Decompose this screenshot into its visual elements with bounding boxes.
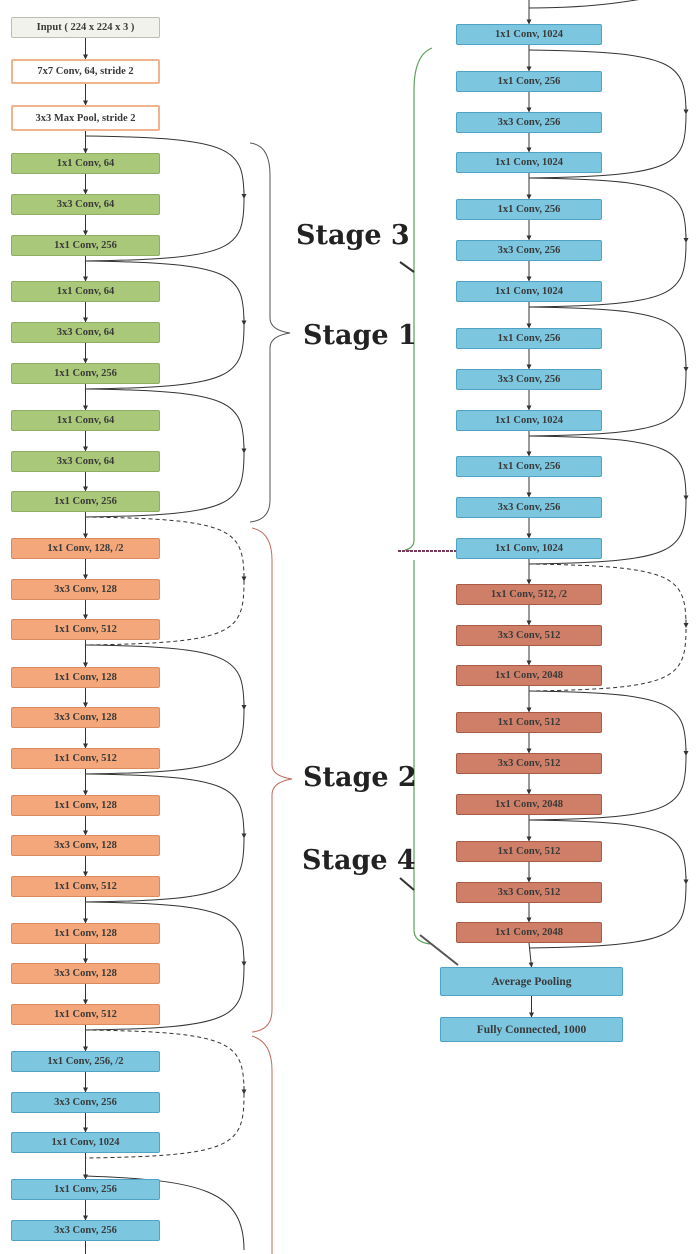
stage3-conv-box: 1x1 Conv, 256 <box>456 328 602 349</box>
stage4-conv-box: 1x1 Conv, 512 <box>456 841 602 862</box>
stage3-conv-box: 3x3 Conv, 256 <box>456 369 602 390</box>
stage3-conv-box: 1x1 Conv, 256, /2 <box>11 1051 160 1072</box>
stage3-conv-box: 1x1 Conv, 1024 <box>11 1132 160 1153</box>
stage3-conv-box: 3x3 Conv, 256 <box>456 497 602 518</box>
stage2-conv-box: 3x3 Conv, 128 <box>11 707 160 728</box>
stage-2-brace <box>251 527 293 1033</box>
stage3-conv-box: 1x1 Conv, 256 <box>11 1179 160 1200</box>
stage3-conv-box: 1x1 Conv, 256 <box>456 71 602 92</box>
stage-1-label: Stage 1 <box>303 320 417 351</box>
shortcut-connection-partial <box>528 0 640 9</box>
stage4-conv-box: 1x1 Conv, 2048 <box>456 922 602 943</box>
stage4-conv-box: 3x3 Conv, 512 <box>456 882 602 903</box>
stage2-conv-box: 1x1 Conv, 128 <box>11 923 160 944</box>
stage3-conv-box: 1x1 Conv, 1024 <box>456 152 602 173</box>
stage3-conv-box: 1x1 Conv, 1024 <box>456 410 602 431</box>
stage3-conv-box: 3x3 Conv, 256 <box>11 1220 160 1241</box>
shortcut-connection <box>528 563 687 692</box>
stage2-conv-box: 1x1 Conv, 512 <box>11 748 160 769</box>
stage1-conv-box: 1x1 Conv, 256 <box>11 235 160 256</box>
stage2-conv-box: 1x1 Conv, 128 <box>11 667 160 688</box>
stage1-conv-box: 1x1 Conv, 64 <box>11 153 160 174</box>
stage2-conv-box: 1x1 Conv, 128, /2 <box>11 538 160 559</box>
stage-4-label-tick <box>399 877 415 891</box>
stage4-conv-box: 1x1 Conv, 2048 <box>456 665 602 686</box>
stage2-conv-box: 1x1 Conv, 512 <box>11 1004 160 1025</box>
stage-4-brace <box>413 560 431 945</box>
stage-3-label: Stage 3 <box>296 220 410 251</box>
stage1-conv-box: 3x3 Conv, 64 <box>11 451 160 472</box>
stage3-conv-box: 3x3 Conv, 256 <box>456 112 602 133</box>
stage2-conv-box: 3x3 Conv, 128 <box>11 963 160 984</box>
stage1-conv-box: 3x3 Conv, 64 <box>11 194 160 215</box>
stage4-conv-box: 1x1 Conv, 512 <box>456 712 602 733</box>
stage2-conv-box: 3x3 Conv, 128 <box>11 579 160 600</box>
stage2-conv-box: 3x3 Conv, 128 <box>11 835 160 856</box>
stage-1-brace <box>249 142 291 523</box>
stage3-conv-box: 1x1 Conv, 1024 <box>456 538 602 559</box>
stage3-conv-box: 3x3 Conv, 256 <box>456 240 602 261</box>
stem-pool-box: 3x3 Max Pool, stride 2 <box>11 105 160 131</box>
stage2-conv-box: 1x1 Conv, 128 <box>11 795 160 816</box>
stem-conv-box: 7x7 Conv, 64, stride 2 <box>11 59 160 84</box>
stage1-conv-box: 1x1 Conv, 256 <box>11 363 160 384</box>
stage2-conv-box: 1x1 Conv, 512 <box>11 619 160 640</box>
stage4-conv-box: 1x1 Conv, 2048 <box>456 794 602 815</box>
input-box: Input ( 224 x 224 x 3 ) <box>11 17 160 38</box>
stage3-conv-box: 1x1 Conv, 256 <box>456 456 602 477</box>
stage1-conv-box: 3x3 Conv, 64 <box>11 322 160 343</box>
average-pooling-box: Average Pooling <box>440 967 623 996</box>
stage2-conv-box: 1x1 Conv, 512 <box>11 876 160 897</box>
stage3-conv-box: 3x3 Conv, 256 <box>11 1092 160 1113</box>
stage4-conv-box: 3x3 Conv, 512 <box>456 625 602 646</box>
stage3-conv-box: 1x1 Conv, 1024 <box>456 24 602 45</box>
stage1-conv-box: 1x1 Conv, 64 <box>11 281 160 302</box>
stage4-conv-box: 3x3 Conv, 512 <box>456 753 602 774</box>
stage-4-brace-pointer <box>419 934 459 966</box>
stage3-conv-box: 1x1 Conv, 1024 <box>456 281 602 302</box>
flow-arrow <box>528 942 534 968</box>
stage1-conv-box: 1x1 Conv, 64 <box>11 410 160 431</box>
fully-connected-box: Fully Connected, 1000 <box>440 1017 623 1042</box>
stage4-conv-box: 1x1 Conv, 512, /2 <box>456 584 602 605</box>
stage3-conv-box: 1x1 Conv, 256 <box>456 199 602 220</box>
stage-3-brace-left <box>251 1035 273 1254</box>
stage-3-label-tick <box>399 261 415 273</box>
shortcut-connection-partial <box>85 1175 245 1251</box>
stage-4-label: Stage 4 <box>302 845 416 876</box>
stage-3-brace-right <box>404 47 433 552</box>
stage-2-label: Stage 2 <box>303 762 417 793</box>
stage1-conv-box: 1x1 Conv, 256 <box>11 491 160 512</box>
